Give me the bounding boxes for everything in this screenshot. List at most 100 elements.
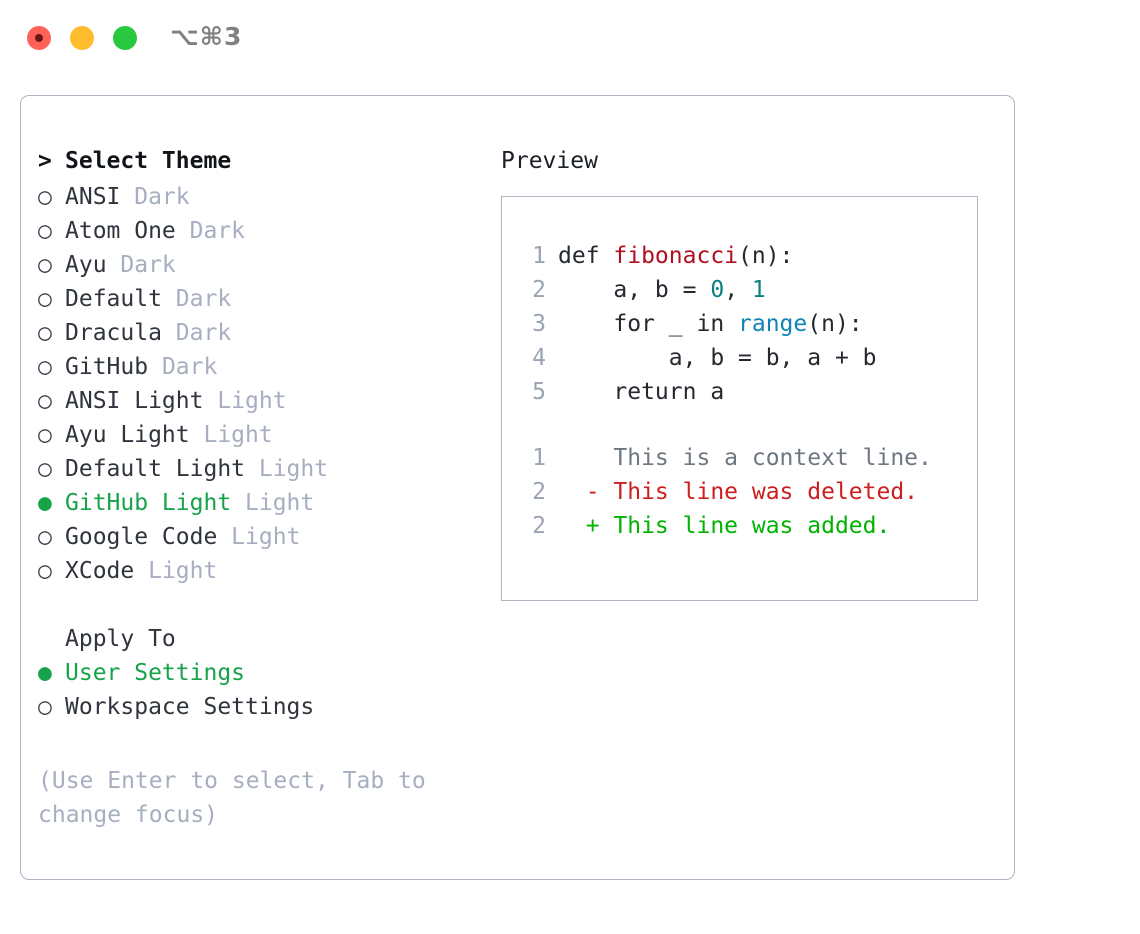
code-line: 4 a, b = b, a + b <box>520 345 977 379</box>
code-line: 1 def fibonacci(n): <box>520 243 977 277</box>
window-controls <box>27 26 137 50</box>
radio-unselected-icon[interactable]: ○ <box>38 320 52 346</box>
theme-variant-tag: Light <box>189 422 273 448</box>
theme-name: XCode <box>65 558 135 584</box>
theme-list: ○ANSI Dark○Atom One Dark○Ayu Dark○Defaul… <box>38 184 468 592</box>
radio-unselected-icon[interactable]: ○ <box>38 694 52 720</box>
maximize-button[interactable] <box>113 26 137 50</box>
code-token: 1 <box>751 277 766 303</box>
radio-selected-icon[interactable]: ● <box>38 660 52 686</box>
code-line-content: def fibonacci(n): <box>558 243 793 269</box>
theme-list-item[interactable]: ○ Ayu Light Light <box>38 422 468 456</box>
line-number: 3 <box>532 311 546 337</box>
help-text: (Use Enter to select, Tab to change focu… <box>38 768 426 828</box>
code-token: (n): <box>807 311 863 337</box>
radio-unselected-icon[interactable]: ○ <box>38 422 52 448</box>
theme-variant-tag: Dark <box>175 218 246 244</box>
theme-list-item[interactable]: ● GitHub Light Light <box>38 490 468 524</box>
radio-unselected-icon[interactable]: ○ <box>38 456 52 482</box>
theme-name: GitHub Light <box>65 490 232 516</box>
preview-title: Preview <box>501 148 598 174</box>
theme-variant-tag: Light <box>217 524 301 550</box>
theme-variant-tag: Light <box>231 490 315 516</box>
theme-picker-header: > Select Theme <box>38 148 468 182</box>
radio-unselected-icon[interactable]: ○ <box>38 524 52 550</box>
line-number: 2 <box>532 277 546 303</box>
theme-name: GitHub <box>65 354 149 380</box>
code-token: range <box>738 311 808 337</box>
line-number: 5 <box>532 379 546 405</box>
radio-unselected-icon[interactable]: ○ <box>38 558 52 584</box>
theme-list-item[interactable]: ○ Google Code Light <box>38 524 468 558</box>
theme-name: Ayu <box>65 252 107 278</box>
diff-line-content: + This line was added. <box>558 513 891 539</box>
radio-unselected-icon[interactable]: ○ <box>38 184 52 210</box>
code-line-content: for _ in range(n): <box>558 311 863 337</box>
apply-to-option-label: User Settings <box>65 660 246 686</box>
theme-name: Dracula <box>65 320 162 346</box>
theme-name: Ayu Light <box>65 422 190 448</box>
theme-picker: > Select Theme ○ANSI Dark○Atom One Dark○… <box>38 148 468 832</box>
theme-list-item[interactable]: ○GitHub Dark <box>38 354 468 388</box>
diff-line: 2 + This line was added. <box>520 513 977 547</box>
code-token: fibonacci <box>613 243 739 269</box>
spacer-icon: ○ <box>38 626 65 652</box>
diff-line: 1 This is a context line. <box>520 445 977 479</box>
radio-unselected-icon[interactable]: ○ <box>38 252 52 278</box>
diff-line: 2 - This line was deleted. <box>520 479 977 513</box>
code-line-content: a, b = 0, 1 <box>558 277 766 303</box>
theme-variant-tag: Light <box>203 388 287 414</box>
theme-variant-tag: Light <box>245 456 329 482</box>
code-line-content: return a <box>558 379 724 405</box>
code-token: for _ in <box>558 311 739 337</box>
code-token: (n): <box>738 243 794 269</box>
theme-name: Default Light <box>65 456 246 482</box>
theme-name: Google Code <box>65 524 218 550</box>
page-title: Select Theme <box>65 148 232 174</box>
apply-to-option[interactable]: ● User Settings <box>38 660 468 694</box>
apply-to-list: ● User Settings ○Workspace Settings <box>38 660 468 728</box>
radio-unselected-icon[interactable]: ○ <box>38 354 52 380</box>
diff-line-content: This is a context line. <box>558 445 932 471</box>
code-token: 0 <box>710 277 725 303</box>
theme-list-item[interactable]: ○ Atom One Dark <box>38 218 468 252</box>
diff-block: 1 This is a context line.2 - This line w… <box>520 445 977 547</box>
theme-list-item[interactable]: ○Dracula Dark <box>38 320 468 354</box>
theme-list-item[interactable]: ○ XCode Light <box>38 558 468 592</box>
theme-list-item[interactable]: ○ Default Light Light <box>38 456 468 490</box>
theme-variant-tag: Dark <box>161 286 232 312</box>
theme-list-item[interactable]: ○Default Dark <box>38 286 468 320</box>
preview-spacer <box>520 413 977 445</box>
line-number: 1 <box>532 445 546 471</box>
code-line: 5 return a <box>520 379 977 413</box>
theme-list-item[interactable]: ○ANSI Light Light <box>38 388 468 422</box>
theme-list-item[interactable]: ○ANSI Dark <box>38 184 468 218</box>
radio-unselected-icon[interactable]: ○ <box>38 388 52 414</box>
theme-name: Atom One <box>65 218 176 244</box>
code-token: a, b = <box>558 277 711 303</box>
theme-variant-tag: Light <box>134 558 218 584</box>
radio-unselected-icon[interactable]: ○ <box>38 286 52 312</box>
code-line: 2 a, b = 0, 1 <box>520 277 977 311</box>
line-number: 2 <box>532 513 546 539</box>
title-bar: ⌥⌘3 <box>0 0 1140 78</box>
theme-variant-tag: Dark <box>106 252 176 278</box>
theme-variant-tag: Dark <box>120 184 190 210</box>
apply-to-title: Apply To <box>65 626 176 652</box>
line-number: 1 <box>532 243 546 269</box>
line-number: 2 <box>532 479 546 505</box>
code-line-content: a, b = b, a + b <box>558 345 877 371</box>
close-button[interactable] <box>27 26 51 50</box>
diff-line-content: - This line was deleted. <box>558 479 919 505</box>
radio-selected-icon[interactable]: ● <box>38 490 52 516</box>
apply-to-header: ○ Apply To <box>38 626 468 660</box>
radio-unselected-icon[interactable]: ○ <box>38 218 52 244</box>
theme-list-item[interactable]: ○ Ayu Dark <box>38 252 468 286</box>
minimize-button[interactable] <box>70 26 94 50</box>
code-line: 3 for _ in range(n): <box>520 311 977 345</box>
apply-to-option[interactable]: ○Workspace Settings <box>38 694 468 728</box>
